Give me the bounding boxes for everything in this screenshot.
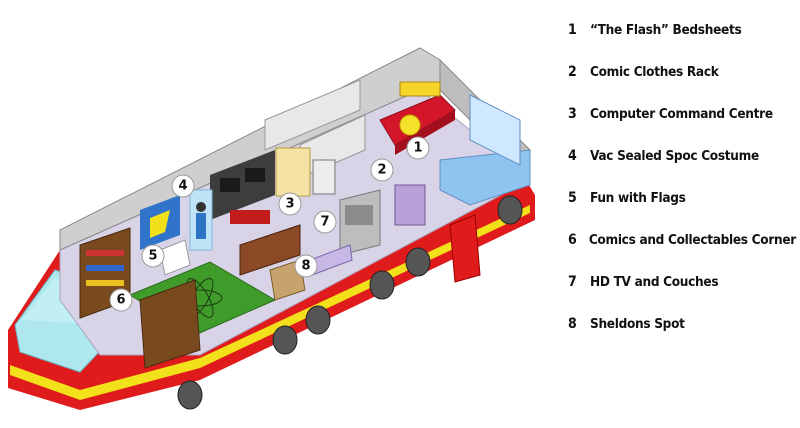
fridge xyxy=(275,147,311,197)
bathroom xyxy=(439,94,531,206)
legend-label: Fun with Flags xyxy=(590,190,686,206)
legend-label: Computer Command Centre xyxy=(590,106,773,122)
stove xyxy=(312,159,336,195)
svg-text:3: 3 xyxy=(285,197,294,212)
legend-item: 4 Vac Sealed Spoc Costume xyxy=(568,148,796,190)
legend-item: 7 HD TV and Couches xyxy=(568,274,796,316)
armchair xyxy=(139,279,201,369)
legend: 1 “The Flash” Bedsheets 2 Comic Clothes … xyxy=(568,22,796,358)
svg-text:4: 4 xyxy=(178,179,187,194)
entry-steps xyxy=(449,214,481,283)
legend-label: Comics and Collectables Corner xyxy=(588,232,796,248)
flag-display xyxy=(140,195,191,276)
svg-text:5: 5 xyxy=(148,249,157,264)
svg-text:1: 1 xyxy=(413,141,422,156)
marker-6: 6 xyxy=(109,288,133,312)
marker-5: 5 xyxy=(141,244,165,268)
svg-text:6: 6 xyxy=(116,293,125,308)
marker-1: 1 xyxy=(406,136,430,160)
legend-label: Sheldons Spot xyxy=(590,316,685,332)
marker-2: 2 xyxy=(370,158,394,182)
legend-item: 2 Comic Clothes Rack xyxy=(568,64,796,106)
legend-item: 5 Fun with Flags xyxy=(568,190,796,232)
legend-number: 7 xyxy=(568,274,577,290)
marker-8: 8 xyxy=(294,254,318,278)
bed xyxy=(379,81,456,155)
legend-label: Vac Sealed Spoc Costume xyxy=(590,148,759,164)
legend-number: 6 xyxy=(568,232,577,248)
svg-text:7: 7 xyxy=(320,215,329,230)
legend-label: HD TV and Couches xyxy=(590,274,719,290)
legend-number: 1 xyxy=(568,22,577,38)
svg-text:2: 2 xyxy=(377,163,386,178)
clothes-rack xyxy=(394,184,426,226)
wheels xyxy=(177,195,523,410)
legend-label: Comic Clothes Rack xyxy=(590,64,719,80)
marker-7: 7 xyxy=(313,210,337,234)
marker-3: 3 xyxy=(278,192,302,216)
legend-number: 2 xyxy=(568,64,577,80)
computer-desk xyxy=(210,150,275,224)
legend-item: 8 Sheldons Spot xyxy=(568,316,796,358)
costume-tube xyxy=(189,189,213,251)
tv-couches xyxy=(309,189,381,276)
legend-number: 4 xyxy=(568,148,577,164)
legend-number: 8 xyxy=(568,316,577,332)
legend-item: 3 Computer Command Centre xyxy=(568,106,796,148)
legend-item: 1 “The Flash” Bedsheets xyxy=(568,22,796,64)
legend-number: 3 xyxy=(568,106,577,122)
trailer-illustration: 1 2 3 4 5 6 7 8 xyxy=(8,47,535,410)
legend-number: 5 xyxy=(568,190,577,206)
svg-text:8: 8 xyxy=(301,259,310,274)
legend-item: 6 Comics and Collectables Corner xyxy=(568,232,796,274)
marker-4: 4 xyxy=(171,174,195,198)
legend-label: “The Flash” Bedsheets xyxy=(590,22,742,38)
